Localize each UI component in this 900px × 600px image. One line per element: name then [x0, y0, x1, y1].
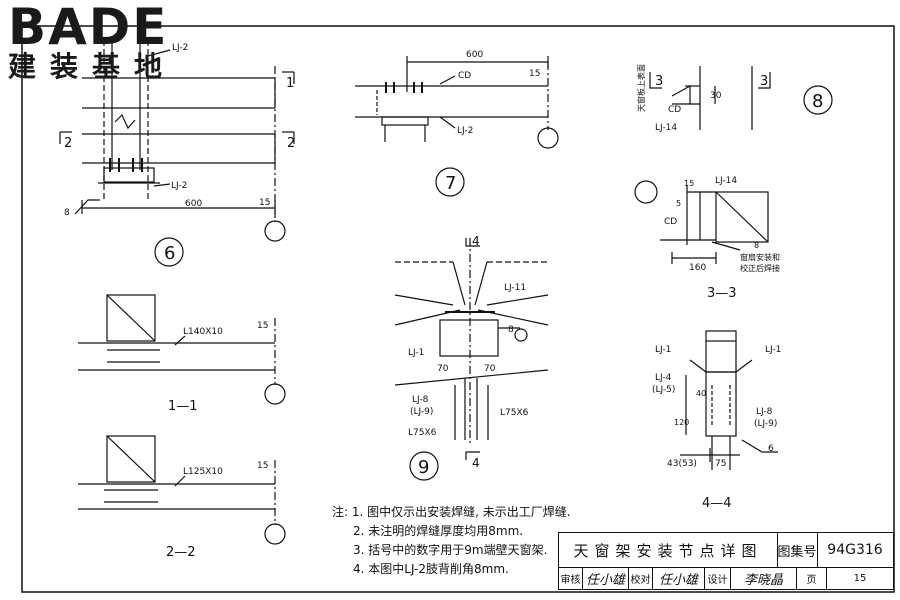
atlas-number-value: 94G316 — [817, 533, 893, 568]
d9-sec4-top: 4 — [472, 234, 480, 248]
d7-number: 7 — [445, 173, 456, 194]
s11-dim-15: 15 — [257, 321, 268, 331]
d9-dim-70a: 70 — [437, 364, 449, 374]
note-line-4: 4. 本图中LJ-2肢背削角8mm. — [353, 562, 509, 576]
s33-cd: CD — [664, 217, 677, 227]
d7-cd: CD — [458, 71, 471, 81]
s44-lj1-right: LJ-1 — [765, 345, 781, 355]
page-label: 页 — [797, 567, 827, 589]
d9-lj11: LJ-11 — [504, 283, 526, 293]
review-label: 审核 — [559, 567, 583, 589]
d8-lj14: LJ-14 — [655, 123, 677, 133]
s33-weld-size: 8 — [754, 241, 759, 250]
d7-dim-15: 15 — [529, 69, 540, 79]
s22-label: L125X10 — [183, 467, 223, 477]
s44-dim-120: 120 — [674, 418, 689, 427]
d9-lj9: (LJ-9) — [410, 407, 433, 417]
sheet-border — [21, 25, 895, 593]
detail-6-labels: LJ-2 LJ-2 600 15 8 1 2 2 6 — [64, 43, 295, 264]
section-1-1 — [78, 294, 286, 405]
s44-weld-size: 6 — [768, 444, 774, 454]
d6-lj2-top: LJ-2 — [172, 43, 188, 53]
d9-l75-right: L75X6 — [500, 408, 529, 418]
d6-sec2-mark-right: 2 — [287, 136, 295, 151]
detail-8 — [649, 66, 833, 130]
signature-row: 审核 任小雄 校对 任小雄 设计 李晓晶 页 15 — [559, 567, 893, 589]
d9-sec4-bottom: 4 — [472, 456, 480, 470]
atlas-number-label: 图集号 — [777, 533, 818, 568]
s44-lj8: LJ-8 — [756, 407, 773, 417]
detail-9 — [394, 238, 549, 481]
s11-title: 1—1 — [168, 399, 198, 414]
d6-dim-600: 600 — [185, 199, 202, 209]
d8-side-label: 天窗板上表面 — [636, 64, 646, 112]
d7-dim-600: 600 — [466, 50, 483, 60]
s33-note1: 窗扇安装和 — [740, 252, 780, 262]
note-line-1: 注: 1. 图中仅示出安装焊缝, 未示出工厂焊缝. — [332, 505, 571, 519]
s44-dim-43: 43(53) — [667, 459, 697, 469]
s44-lj5: (LJ-5) — [652, 385, 675, 395]
section-4-4-labels: LJ-1 LJ-1 LJ-4 (LJ-5) 40 120 LJ-8 (LJ-9)… — [652, 345, 781, 511]
section-2-2 — [78, 435, 286, 545]
s44-lj4: LJ-4 — [655, 373, 672, 383]
d9-l75-left: L75X6 — [408, 428, 437, 438]
s33-lj14: LJ-14 — [715, 176, 737, 186]
d8-sec3-left: 3 — [655, 74, 663, 89]
brand-logo: BADE 建装基地 — [8, 2, 176, 82]
d8-cd: CD — [668, 105, 681, 115]
d8-number: 8 — [812, 91, 823, 112]
note-line-3: 3. 括号中的数字用于9m端壁天窗架. — [353, 543, 548, 557]
section-3-3-labels: LJ-14 15 5 CD 160 8 窗扇安装和 校正后焊接 3—3 — [664, 176, 780, 301]
s33-dim-15: 15 — [684, 179, 694, 188]
section-2-2-labels: L125X10 15 2—2 — [166, 461, 268, 560]
d6-weld-size: 8 — [64, 208, 70, 218]
s44-dim-40: 40 — [696, 389, 706, 398]
design-signature: 李晓晶 — [731, 567, 797, 589]
s44-title: 4—4 — [702, 496, 732, 511]
section-4-4 — [680, 330, 778, 470]
d8-dim-30: 30 — [710, 91, 722, 101]
detail-8-labels: 3 3 30 CD LJ-14 天窗板上表面 8 — [636, 64, 823, 133]
title-block: 天窗架安装节点详图 图集号 94G316 审核 任小雄 校对 任小雄 设计 李晓… — [558, 532, 894, 590]
s44-dim-75: 75 — [715, 459, 726, 469]
s33-dim-5: 5 — [676, 199, 681, 208]
detail-7 — [355, 56, 559, 197]
s33-title: 3—3 — [707, 286, 737, 301]
page-value: 15 — [853, 572, 867, 584]
s44-lj1-left: LJ-1 — [655, 345, 671, 355]
detail-7-labels: 600 15 CD LJ-2 7 — [445, 50, 540, 194]
check-signature: 任小雄 — [653, 567, 705, 589]
d6-number: 6 — [164, 243, 175, 264]
d9-lj8: LJ-8 — [412, 395, 429, 405]
d9-dim-70b: 70 — [484, 364, 496, 374]
d6-dim-15: 15 — [259, 198, 270, 208]
section-3-3 — [634, 180, 769, 264]
s33-note2: 校正后焊接 — [740, 263, 780, 273]
review-signature: 任小雄 — [583, 567, 629, 589]
s22-title: 2—2 — [166, 545, 196, 560]
detail-9-labels: 4 4 LJ-11 LJ-1 8 70 70 LJ-8 (LJ-9) L75X6… — [408, 234, 529, 478]
logo-brand: BADE — [8, 0, 169, 56]
d9-weld-size: 8 — [508, 325, 514, 335]
d8-sec3-right: 3 — [760, 74, 768, 89]
d6-lj2-bottom: LJ-2 — [171, 181, 187, 191]
s22-dim-15: 15 — [257, 461, 268, 471]
d6-sec2-mark-left: 2 — [64, 136, 72, 151]
logo-sub: 建装基地 — [8, 50, 177, 83]
drawing-title: 天窗架安装节点详图 — [559, 533, 778, 568]
s11-label: L140X10 — [183, 327, 223, 337]
design-label: 设计 — [705, 567, 731, 589]
note-line-2: 2. 未注明的焊缝厚度均用8mm. — [353, 524, 524, 538]
d9-lj1: LJ-1 — [408, 348, 424, 358]
section-1-1-labels: L140X10 15 1—1 — [168, 321, 268, 414]
s33-dim-160: 160 — [689, 263, 706, 273]
notes: 注: 1. 图中仅示出安装焊缝, 未示出工厂焊缝. 2. 未注明的焊缝厚度均用8… — [332, 503, 571, 579]
s44-lj9: (LJ-9) — [754, 419, 777, 429]
d7-lj2: LJ-2 — [457, 126, 473, 136]
d9-number: 9 — [418, 457, 429, 478]
detail-6 — [59, 40, 295, 267]
check-label: 校对 — [629, 567, 653, 589]
d6-sec1-mark: 1 — [286, 76, 294, 91]
